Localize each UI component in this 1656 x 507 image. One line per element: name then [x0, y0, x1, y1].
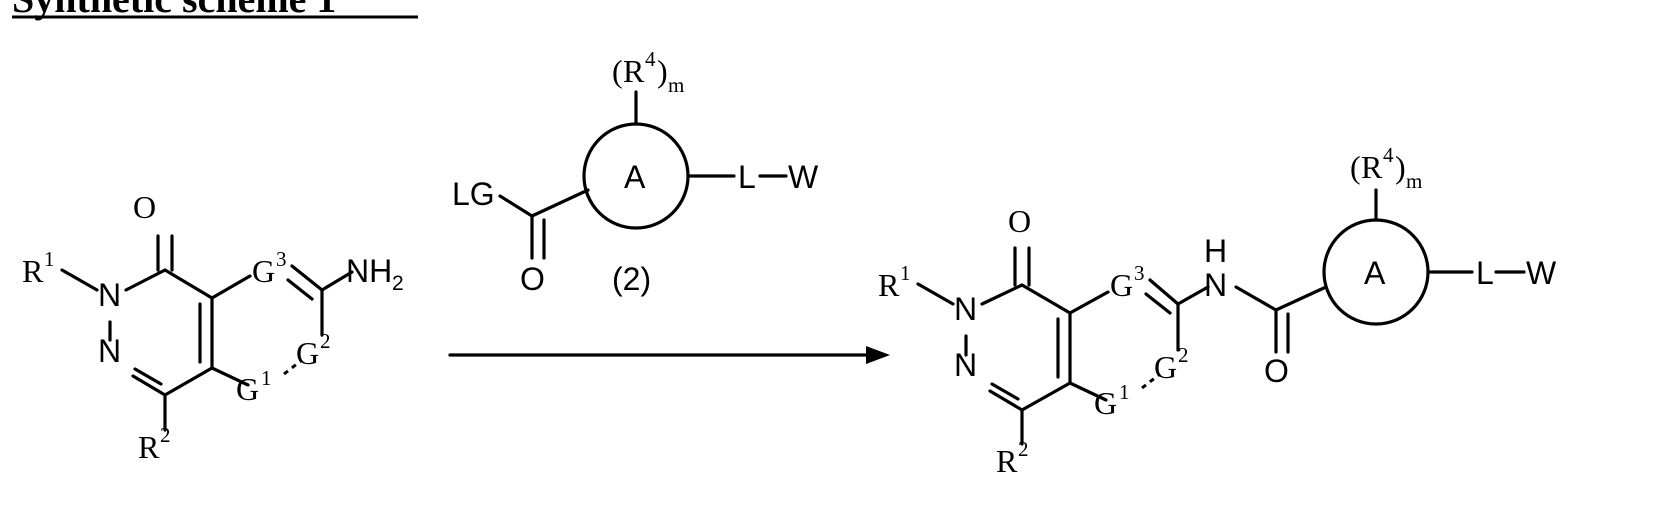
sm-oxygen: O	[133, 189, 156, 225]
sm-g3-label: G	[252, 253, 275, 289]
reagent-r4-m: m	[668, 73, 684, 97]
pr-g3c-bond-2	[1146, 294, 1170, 313]
sm-g1-label: G	[236, 371, 259, 407]
pr-r1-label: R	[878, 267, 900, 303]
pr-ring-a-label: A	[1364, 255, 1386, 291]
sm-bond	[126, 270, 165, 290]
pr-n-r1-bond	[918, 284, 953, 304]
pr-g2-sub: 2	[1178, 343, 1189, 367]
compound-number-2: (2)	[612, 261, 651, 297]
sm-g3c-bond-2	[288, 280, 312, 299]
sm-n-r1-bond	[62, 270, 97, 290]
pr-r4-open-paren: (	[1350, 149, 1361, 185]
pr-g2-label: G	[1154, 349, 1177, 385]
starting-material: O N N R 1 R 2 G 3 G 1 G 2 NH 2	[22, 189, 404, 465]
pr-bond	[982, 285, 1022, 304]
product: A ( R 4 ) m L W O N N R 1 R 2 G 3 G 1 G …	[878, 143, 1557, 479]
pr-nh-c-bond	[1236, 287, 1276, 310]
reagent-ring-a-label: A	[624, 159, 646, 195]
sm-nitrogen-1: N	[98, 277, 121, 313]
reagent-w-label: W	[788, 159, 819, 195]
pr-r2-sub: 2	[1018, 437, 1029, 461]
reaction-arrow	[450, 346, 890, 364]
sm-nh-label: NH	[346, 253, 392, 289]
pr-l-label: L	[1476, 255, 1494, 291]
reagent-2: LG A ( R 4 ) m L W O (2)	[452, 47, 819, 297]
reaction-arrow-head	[866, 346, 890, 364]
reagent-r4-open-paren: (	[612, 53, 623, 89]
sm-bond-inner	[135, 369, 161, 384]
pr-ring-bond	[1276, 287, 1326, 310]
reagent-r4-label: R	[623, 53, 645, 89]
pr-r1-sub: 1	[900, 261, 911, 285]
sm-g1-sub: 1	[261, 366, 272, 390]
sm-bond	[165, 270, 212, 298]
pr-g3-label: G	[1110, 267, 1133, 303]
reagent-oxygen: O	[520, 261, 545, 297]
sm-g3-bond	[212, 276, 250, 298]
pr-amide-n: N	[1204, 267, 1227, 303]
pr-r4-m: m	[1406, 169, 1422, 193]
pr-r4-close-paren: )	[1395, 149, 1406, 185]
pr-oxygen: O	[1008, 203, 1031, 239]
pr-r4-label: R	[1361, 149, 1383, 185]
sm-r2-label: R	[138, 429, 160, 465]
sm-r1-label: R	[22, 253, 44, 289]
reagent-r4-close-paren: )	[657, 53, 668, 89]
reagent-l-label: L	[738, 159, 756, 195]
pr-g1-sub: 1	[1119, 380, 1130, 404]
pr-nitrogen-2: N	[954, 347, 977, 383]
reagent-ring-bond	[532, 190, 588, 216]
reagent-lg-bond	[500, 196, 532, 216]
sm-r2-sub: 2	[160, 423, 171, 447]
reagent-lg-label: LG	[452, 176, 495, 212]
pr-amide-h: H	[1204, 233, 1227, 269]
pr-nitrogen-1: N	[954, 291, 977, 327]
pr-w-label: W	[1526, 255, 1557, 291]
pr-bond-inner	[992, 384, 1018, 399]
sm-nitrogen-2: N	[98, 333, 121, 369]
pr-g1-label: G	[1094, 385, 1117, 421]
pr-g3-bond	[1070, 292, 1108, 313]
sm-g2-sub: 2	[320, 329, 331, 353]
pr-bond	[1022, 285, 1070, 313]
sm-bond	[165, 368, 212, 395]
reagent-r4-sub: 4	[645, 47, 656, 71]
pr-r2-label: R	[996, 443, 1018, 479]
pr-bond	[1022, 383, 1070, 410]
pr-r4-sub: 4	[1383, 143, 1394, 167]
sm-nh2-sub: 2	[392, 272, 404, 295]
pr-g3-sub: 3	[1134, 261, 1145, 285]
pr-amide-oxygen: O	[1264, 353, 1289, 389]
sm-g2-label: G	[296, 335, 319, 371]
sm-g3-sub: 3	[276, 247, 287, 271]
sm-r1-sub: 1	[44, 247, 55, 271]
